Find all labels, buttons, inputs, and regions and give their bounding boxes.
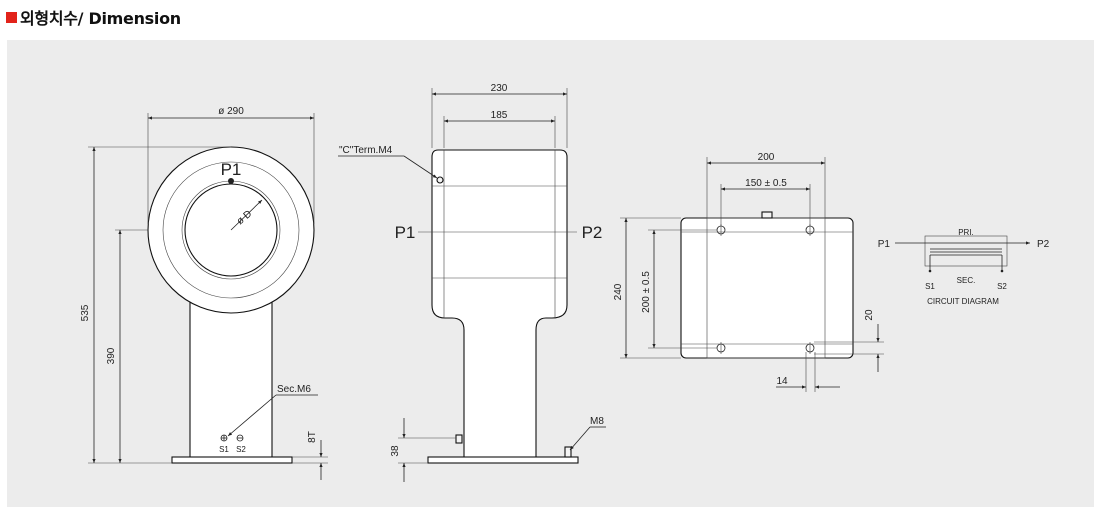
circuit-caption: CIRCUIT DIAGRAM: [927, 297, 999, 306]
side-width-outer: 230: [491, 83, 508, 94]
front-height-center: 390: [106, 347, 117, 364]
circuit-s1-label: S1: [925, 282, 935, 291]
side-p1-label: P1: [395, 223, 416, 242]
circuit-s2-label: S2: [997, 282, 1007, 291]
front-terminal-dot: [228, 178, 234, 184]
base-top-bolt: [761, 211, 773, 219]
front-s2-label: S2: [236, 445, 246, 454]
base-width-outer: 200: [758, 152, 775, 163]
base-view: 200 150 ± 0.5 240 200 ± 0.5 20 14: [613, 152, 884, 392]
side-width-inner: 185: [491, 110, 508, 121]
red-square-icon: [6, 12, 17, 23]
side-bolt-label: M8: [590, 416, 604, 427]
base-slot-height: 20: [864, 309, 875, 321]
front-terminal-label: P1: [221, 160, 242, 179]
base-width-holes: 150 ± 0.5: [745, 178, 787, 189]
front-sec-label: Sec.M6: [277, 384, 311, 395]
side-bolt-right: [564, 446, 572, 458]
section-title: 외형치수/ Dimension: [20, 9, 181, 28]
side-base-plate: [427, 456, 579, 464]
front-outer-dia-label: ø 290: [218, 106, 244, 117]
side-bolt-height: 38: [390, 445, 401, 457]
side-term-c-icon: [436, 176, 444, 184]
side-view: P1 P2 230 185 "C"Term.M4 38 M8: [338, 83, 606, 482]
front-view: P1 ø D ø 290 535 390 S1 S2 Sec.M6 8T: [80, 106, 328, 480]
circuit-p2-label: P2: [1037, 239, 1050, 250]
side-bolt-left: [455, 434, 463, 444]
base-depth-outer: 240: [613, 283, 624, 300]
side-p2-label: P2: [582, 223, 603, 242]
section-header: 외형치수/ Dimension: [6, 6, 181, 28]
side-term-label: "C"Term.M4: [339, 145, 393, 156]
front-height-total: 535: [80, 304, 91, 321]
circuit-p1-label: P1: [878, 239, 891, 250]
circuit-pri-label: PRI.: [958, 228, 974, 237]
front-s1-label: S1: [219, 445, 229, 454]
front-base-plate: [171, 456, 293, 464]
side-body: [431, 149, 568, 458]
base-slot-width: 14: [776, 376, 788, 387]
base-depth-holes: 200 ± 0.5: [641, 271, 652, 313]
circuit-diagram: P1 P2 PRI. SEC. S1 S2 CIRCUIT DIAGRAM: [878, 228, 1050, 306]
front-base-thickness: 8T: [307, 431, 318, 443]
circuit-sec-label: SEC.: [957, 276, 976, 285]
